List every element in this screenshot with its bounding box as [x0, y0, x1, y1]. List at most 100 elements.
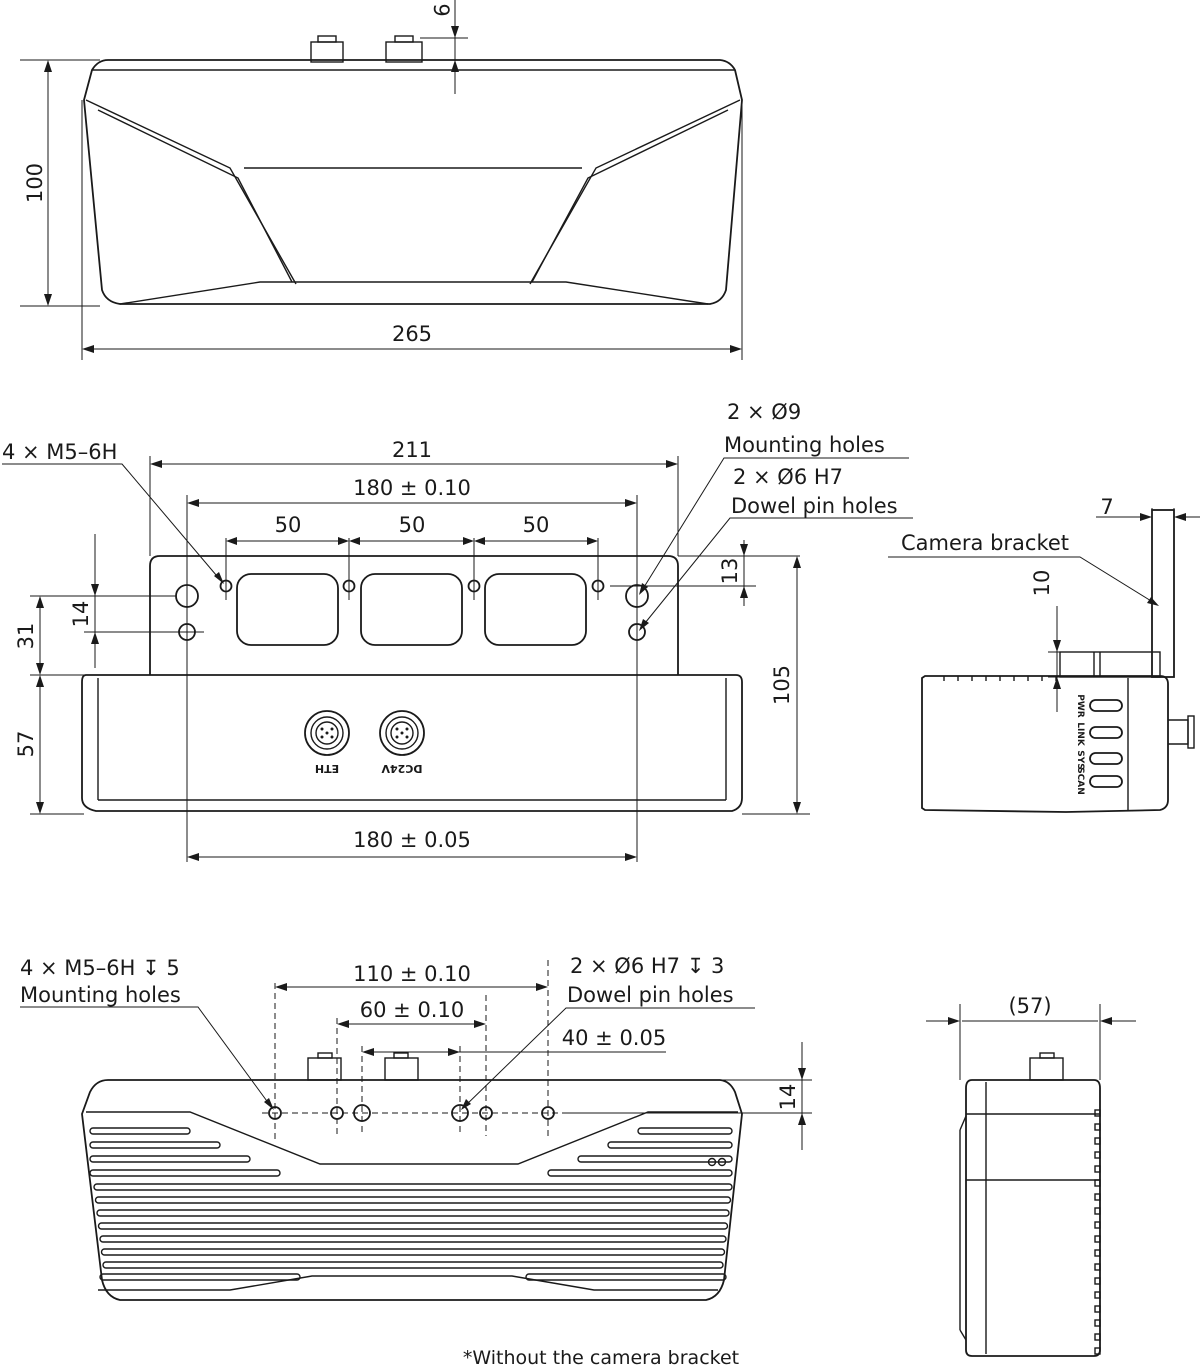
- dim-110-010: 110 ± 0.10: [353, 962, 471, 986]
- bracket-cutout-3: [484, 573, 587, 646]
- top-view: 100 265 9: [20, 0, 743, 360]
- front-view-body: [81, 674, 743, 812]
- end-view-body: [965, 1079, 1101, 1357]
- rib: [89, 1169, 281, 1177]
- end-view-ribs: [1094, 1109, 1101, 1355]
- rib: [102, 1261, 724, 1269]
- end-view: (57): [926, 994, 1136, 1357]
- end-rib: [1094, 1193, 1101, 1201]
- dc24v-label: DC24V: [381, 762, 423, 775]
- led-label-scan: SCAN: [1075, 767, 1085, 795]
- end-rib: [1094, 1277, 1101, 1285]
- callout-bottom-mount-name: Mounting holes: [20, 983, 181, 1007]
- dim-211: 211: [392, 438, 432, 462]
- dim-13: 13: [718, 558, 742, 585]
- rib: [577, 1155, 733, 1163]
- end-rib: [1094, 1207, 1101, 1215]
- front-view-bracket: [149, 555, 679, 675]
- dim-pitch-1: 50: [275, 513, 302, 537]
- led-label-sys: SYS: [1075, 750, 1085, 769]
- bottom-view-connector-right: [384, 1057, 419, 1081]
- rib: [99, 1235, 727, 1243]
- end-rib: [1094, 1333, 1101, 1341]
- dim-180-010: 180 ± 0.10: [353, 476, 471, 500]
- dim-height-100: 100: [23, 163, 47, 203]
- end-rib: [1094, 1249, 1101, 1257]
- bracket-cutout-1: [236, 573, 339, 646]
- bracket-cutout-2: [360, 573, 463, 646]
- end-rib: [1094, 1221, 1101, 1229]
- callout-mount-qty: 2 × Ø9: [727, 400, 801, 424]
- rib: [94, 1196, 732, 1204]
- callout-bottom-dowel-qty: 2 × Ø6 H7 ↧ 3: [570, 954, 724, 978]
- end-rib: [1094, 1319, 1101, 1327]
- callout-mount-name: Mounting holes: [724, 433, 885, 457]
- end-rib: [1094, 1291, 1101, 1299]
- dim-bracket-10: 10: [1030, 570, 1054, 597]
- dim-180-005: 180 ± 0.05: [353, 828, 471, 852]
- footnote: *Without the camera bracket: [463, 1347, 739, 1369]
- callout-dowel-qty: 2 × Ø6 H7: [733, 465, 843, 489]
- eth-connector: ETH: [304, 710, 350, 775]
- bottom-view: 110 ± 0.10 60 ± 0.10 40 ± 0.05 14 4 × M5…: [20, 954, 812, 1301]
- led-pwr: [1089, 699, 1123, 712]
- rib: [89, 1127, 191, 1135]
- rib: [607, 1141, 733, 1149]
- callout-bottom-mount-qty: 4 × M5–6H ↧ 5: [20, 956, 180, 980]
- side-view-body: [921, 675, 1169, 813]
- dc24v-connector: DC24V: [379, 710, 425, 775]
- top-view-connector-left: [310, 35, 344, 63]
- end-rib: [1094, 1235, 1101, 1243]
- led-label-pwr: PWR: [1075, 694, 1085, 718]
- callout-dowel-name: Dowel pin holes: [731, 494, 898, 518]
- rib: [97, 1222, 729, 1230]
- side-view: PWR LINK SYS SCAN 7 10 Camera bracket: [888, 495, 1200, 813]
- dim-105: 105: [770, 665, 794, 705]
- end-rib: [1094, 1347, 1101, 1355]
- end-rib: [1094, 1179, 1101, 1187]
- end-rib: [1094, 1109, 1101, 1117]
- led-sys: [1089, 752, 1123, 765]
- top-view-connector-right: [385, 35, 423, 63]
- rib: [100, 1248, 726, 1256]
- end-rib: [1094, 1151, 1101, 1159]
- rib: [89, 1155, 251, 1163]
- bottom-view-body: [81, 1079, 743, 1301]
- dim-31: 31: [14, 623, 38, 650]
- led-label-link: LINK: [1075, 722, 1085, 747]
- bottom-mount-hole-4: [541, 1106, 555, 1120]
- camera-bracket-label: Camera bracket: [901, 531, 1069, 555]
- end-rib: [1094, 1123, 1101, 1131]
- dim-pitch-2: 50: [399, 513, 426, 537]
- rib: [525, 1273, 727, 1281]
- dim-bracket-7: 7: [1100, 495, 1113, 519]
- eth-label: ETH: [315, 762, 339, 775]
- end-rib: [1094, 1165, 1101, 1173]
- side-view-ribs: [943, 676, 1057, 681]
- rib: [93, 1183, 733, 1191]
- rib: [89, 1141, 221, 1149]
- dim-offset-14: 14: [776, 1084, 800, 1111]
- dim-connector-9: 9: [429, 3, 453, 16]
- top-view-body-outline: [83, 59, 743, 305]
- dim-40-005: 40 ± 0.05: [562, 1026, 666, 1050]
- rib: [96, 1209, 730, 1217]
- callout-threaded-holes: 4 × M5–6H: [2, 440, 117, 464]
- dim-14: 14: [69, 601, 93, 628]
- rib: [99, 1273, 301, 1281]
- front-view: ETH DC24V 211 180 ± 0.10 50 50: [2, 400, 913, 862]
- bottom-view-connector-left: [307, 1057, 342, 1081]
- callout-bottom-dowel-name: Dowel pin holes: [567, 983, 734, 1007]
- dim-60-010: 60 ± 0.10: [360, 998, 464, 1022]
- end-rib: [1094, 1137, 1101, 1145]
- dim-width-265: 265: [392, 322, 432, 346]
- end-rib: [1094, 1305, 1101, 1313]
- led-link: [1089, 726, 1123, 739]
- rib: [547, 1169, 733, 1177]
- dim-pitch-3: 50: [523, 513, 550, 537]
- dim-depth-57: (57): [1008, 994, 1051, 1018]
- end-rib: [1094, 1263, 1101, 1271]
- end-view-connector: [1029, 1057, 1064, 1081]
- rib: [637, 1127, 733, 1135]
